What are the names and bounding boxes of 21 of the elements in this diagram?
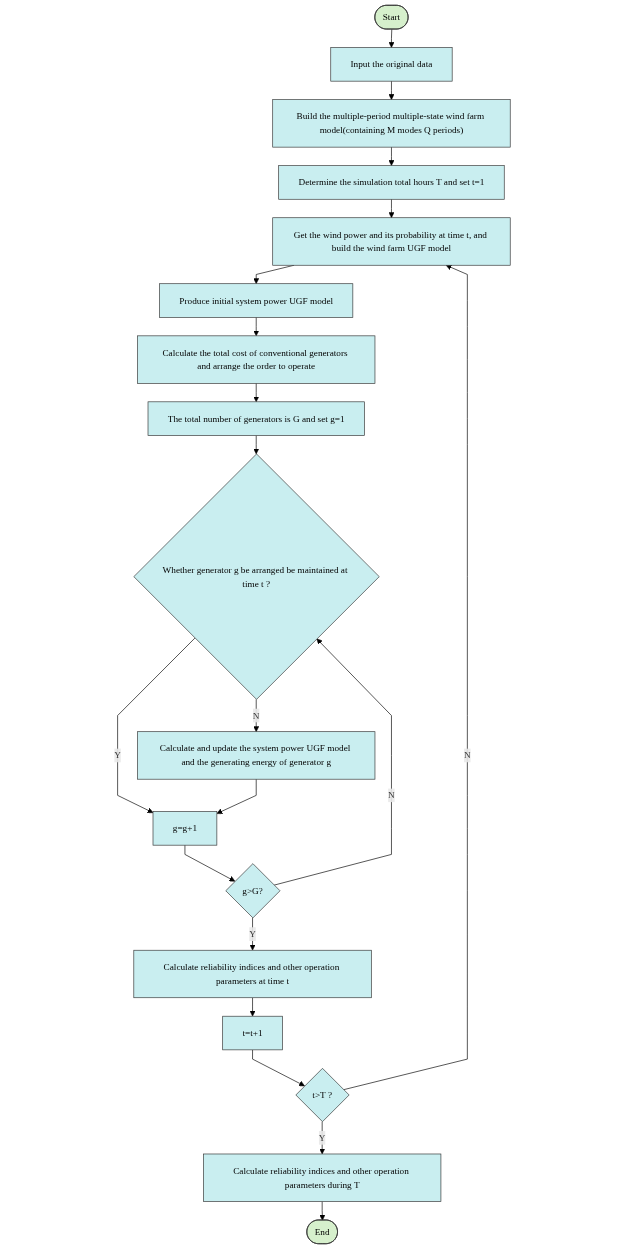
node-box: Get the wind power and its probability at time t, and build the wind farm UGF model [272,217,511,266]
node-box: Input the original data [330,47,453,82]
node-box: Calculate the total cost of conventional generators and arrange the order to operate [136,335,376,384]
edge-label: Y [318,1132,326,1143]
node-box: Calculate reliability indices and other operation parameters at time t [133,949,372,999]
node-box: Calculate reliability indices and other operation parameters during T [202,1153,441,1202]
node-box: Produce initial system power UGF model [159,283,353,318]
edge-label: Y [248,929,256,940]
edge-label: N [387,790,395,801]
edge-label: N [252,710,260,721]
node-diamond: g>G? [225,863,281,919]
edge-label: Y [114,750,121,761]
edge-label: N [463,750,471,761]
node-box: Calculate and update the system power UGF model and the generating energy of generator g [136,731,376,780]
node-box: g=g+1 [152,811,217,846]
node-diamond: t>T ? [295,1068,350,1122]
node-box: The total number of generators is G and set g=1 [147,401,365,436]
node-box: t=t+1 [222,1015,283,1051]
node-box: Determine the simulation total hours T and set t=1 [278,165,505,200]
node-box: Build the multiple-period multiple-state wind farm model(containing M modes Q periods) [272,99,511,148]
node-diamond: Whether generator g be arranged be maintained at time t ? [133,453,380,700]
